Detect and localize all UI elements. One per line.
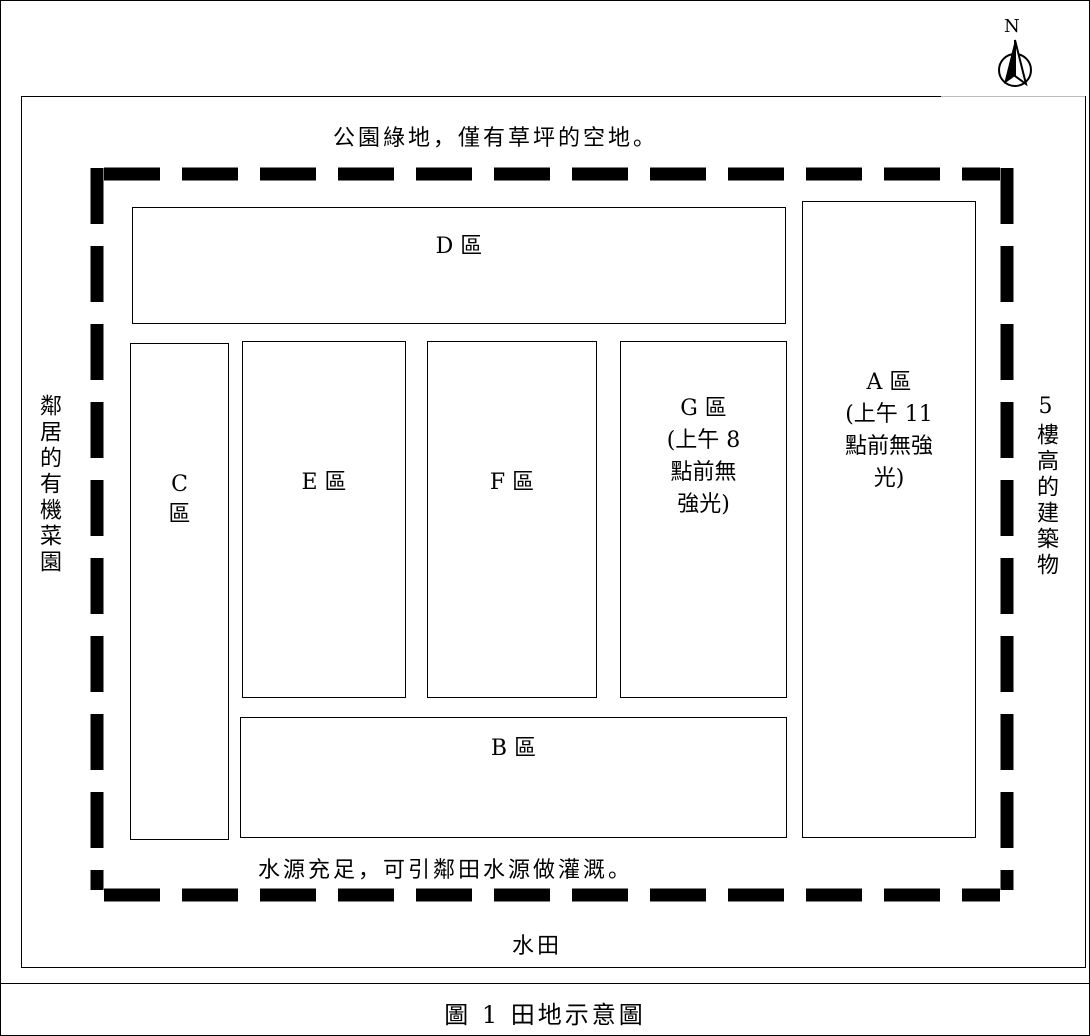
map-top-border <box>21 96 941 97</box>
west-edge-text: 鄰居的有機菜園 <box>36 394 61 576</box>
map-border <box>21 96 1086 968</box>
north-label: N <box>1004 16 1020 37</box>
zone-g[interactable]: G 區 (上午 8 點前無 強光) <box>620 341 787 698</box>
east-edge-text: 5樓高的建築物 <box>1033 394 1058 579</box>
south-inside-text: 水源充足，可引鄰田水源做灌溉。 <box>258 858 634 883</box>
zone-d[interactable]: D 區 <box>132 207 786 324</box>
north-edge-text: 公園綠地，僅有草坪的空地。 <box>333 126 659 151</box>
zone-c-label-2: 區 <box>168 502 191 527</box>
zone-a-label: A 區 <box>866 370 912 395</box>
zone-g-note-1: (上午 8 <box>666 428 741 453</box>
zone-a-note-1: (上午 11 <box>845 402 933 427</box>
zone-a-note-3: 光) <box>873 466 905 491</box>
zone-a[interactable]: A 區 (上午 11 點前無強 光) <box>802 201 976 838</box>
figure-caption: 圖 1 田地示意圖 <box>444 1001 646 1029</box>
south-outside-text: 水田 <box>512 934 563 959</box>
zone-b[interactable]: B 區 <box>240 717 787 838</box>
zone-g-label: G 區 <box>680 396 727 421</box>
zone-e-label: E 區 <box>301 470 347 495</box>
zone-f[interactable]: F 區 <box>427 341 597 698</box>
caption-divider <box>0 983 1090 984</box>
zone-f-label: F 區 <box>489 470 535 495</box>
north-arrow-icon <box>998 39 1032 87</box>
zone-b-label: B 區 <box>490 736 537 761</box>
zone-g-note-2: 點前無 <box>670 460 737 485</box>
zone-e[interactable]: E 區 <box>242 341 406 698</box>
zone-c[interactable]: C 區 <box>130 343 229 840</box>
zone-d-label: D 區 <box>435 234 483 259</box>
zone-a-note-2: 點前無強 <box>844 434 933 459</box>
map-top-border-faded <box>941 96 1085 97</box>
zone-c-label-1: C <box>171 472 188 497</box>
zone-g-note-3: 強光) <box>677 492 730 517</box>
